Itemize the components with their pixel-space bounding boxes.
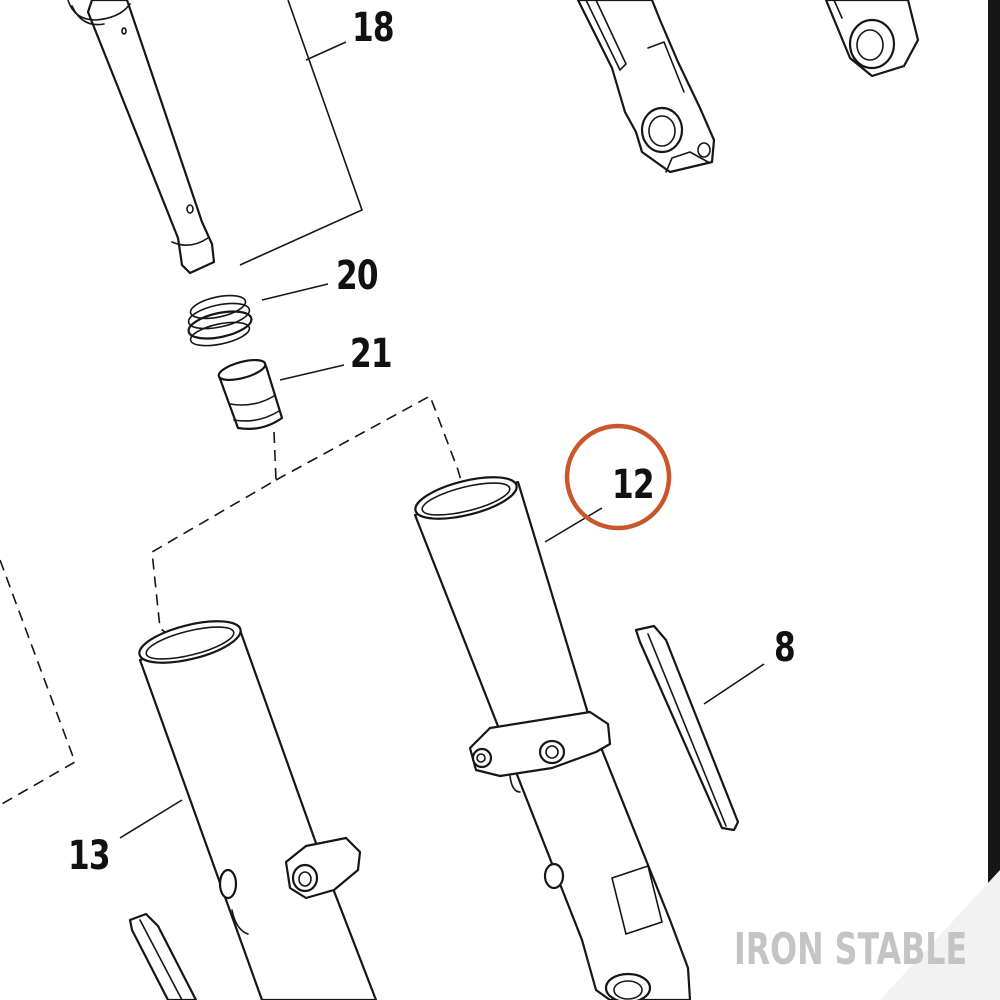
part-18-damper-rod (67, 0, 216, 275)
leader-bracket-18 (239, 0, 363, 266)
callout-13: 13 (68, 833, 111, 879)
leader-line-13 (119, 799, 183, 839)
watermark-text: IRON STABLE (734, 924, 968, 975)
assembly-path-right (275, 394, 467, 499)
highlight-ring-12 (564, 423, 672, 531)
leader-line-18 (305, 41, 347, 61)
leader-line-20 (261, 283, 329, 301)
frame-border-right (988, 0, 1000, 1000)
part-20-spring (187, 294, 253, 347)
callout-20: 20 (336, 253, 379, 299)
part-21-bushing (217, 358, 284, 430)
assembly-path-far-left (0, 559, 76, 806)
part-guard-plate-partial (128, 912, 198, 1000)
callout-18: 18 (352, 5, 395, 51)
part-fork-bottom-top-left (576, 0, 716, 174)
part-12-fork-slider (413, 476, 692, 1000)
callout-8: 8 (774, 625, 796, 671)
part-8-guard-plate (634, 624, 740, 832)
leader-line-12 (544, 507, 603, 543)
leader-line-21 (279, 364, 345, 381)
leader-line-8 (703, 663, 765, 705)
callout-21: 21 (350, 331, 393, 377)
callout-12: 12 (612, 462, 655, 508)
part-fork-bottom-top-right (824, 0, 920, 78)
assembly-path-left (151, 431, 277, 651)
part-13-fork-slider (138, 620, 378, 1000)
watermark-corner-shape (880, 870, 1000, 1000)
